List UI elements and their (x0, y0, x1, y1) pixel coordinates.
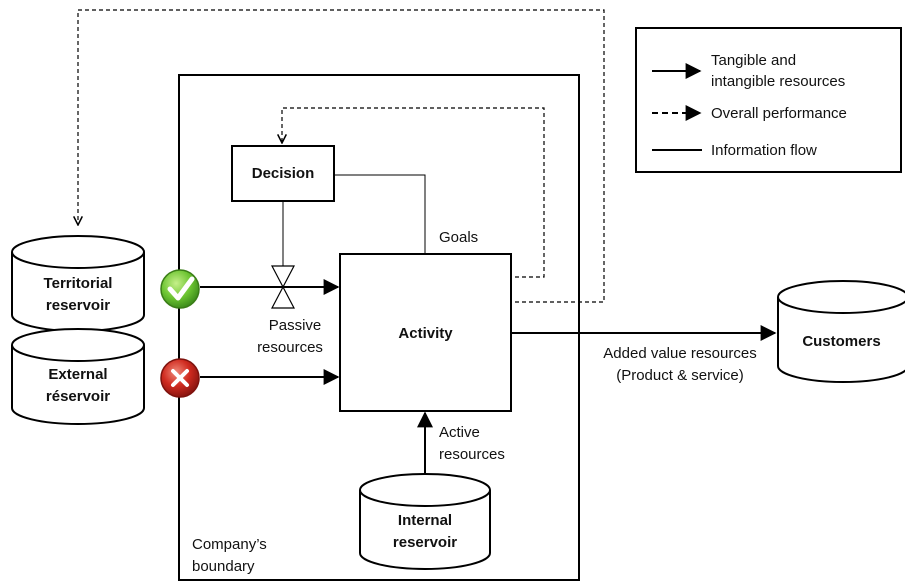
active-resources-label-line2: resources (439, 446, 505, 463)
goals-label: Goals (439, 229, 479, 246)
internal-reservoir-label-line2: reservoir (392, 534, 458, 551)
company-boundary-label-line2: boundary (192, 558, 255, 575)
territorial-reservoir-cylinder (11, 235, 145, 332)
legend-overall-performance-label: Overall performance (711, 105, 847, 122)
company-boundary (178, 74, 580, 581)
overall-performance-outer-loop (78, 9, 605, 303)
added-value-label-line2: (Product & service) (616, 367, 744, 384)
passive-resources-label-line2: resources (257, 339, 323, 356)
valve-icon (271, 265, 295, 309)
customers-cylinder (777, 280, 905, 383)
internal-reservoir-label-line1: Internal (397, 512, 453, 529)
activity-label: Activity (398, 325, 453, 342)
passive-resources-label-line1: Passive (268, 317, 322, 334)
decision-label: Decision (251, 165, 315, 182)
territorial-reservoir-label-line1: Territorial (43, 275, 113, 292)
accepted-check-icon (160, 269, 200, 309)
company-boundary-label-line1: Company’s (192, 536, 267, 553)
active-resources-label-line1: Active (439, 424, 480, 441)
decision-box (231, 145, 335, 202)
legend-box (635, 27, 902, 173)
overall-performance-inner-loop (282, 107, 545, 278)
customers-label: Customers (802, 333, 881, 350)
legend-tangible-label-line1: Tangible and (711, 52, 797, 69)
goals-information-line (334, 174, 426, 253)
added-value-label-line1: Added value resources (603, 345, 757, 362)
legend-tangible-label-line2: intangible resources (711, 73, 846, 90)
internal-reservoir-cylinder (359, 473, 491, 570)
rejected-cross-icon (160, 358, 200, 398)
external-reservoir-cylinder (11, 328, 145, 425)
legend-information-flow-label: Information flow (711, 142, 817, 159)
external-reservoir-label-line1: External (48, 366, 108, 383)
external-reservoir-label-line2: réservoir (45, 388, 111, 405)
territorial-reservoir-label-line2: reservoir (45, 297, 111, 314)
